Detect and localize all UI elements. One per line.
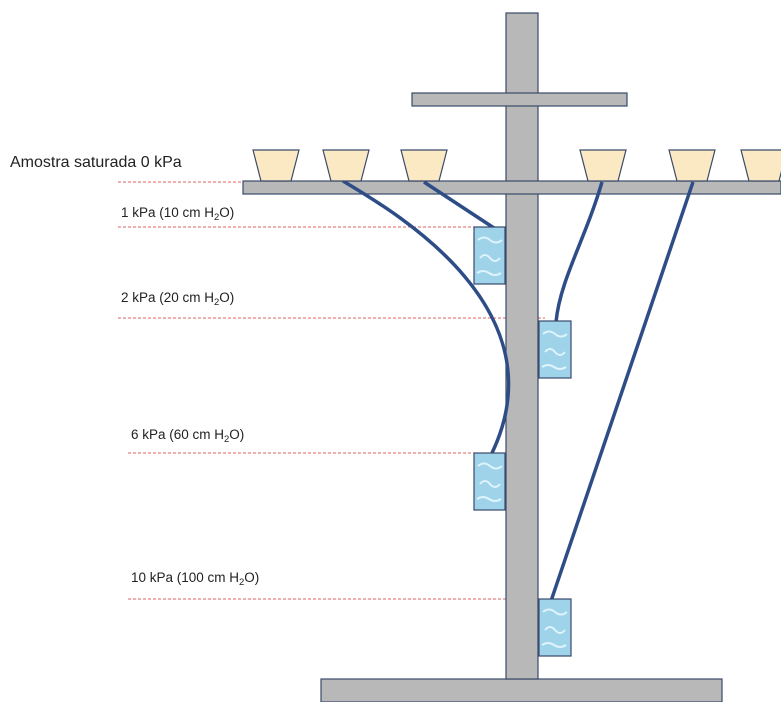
sample-cup-3	[400, 149, 448, 182]
subscript-2: 2	[239, 577, 245, 588]
level-label-6kpa-prefix: 6 kPa (60 cm H	[131, 427, 225, 442]
sample-cup-4	[579, 149, 627, 182]
level-label-1kpa-prefix: 1 kPa (10 cm H	[121, 205, 215, 220]
sample-cup-5	[668, 149, 716, 182]
level-label-1kpa: 1 kPa (10 cm H2O)	[121, 205, 235, 223]
tube-10kpa	[549, 181, 695, 602]
level-label-10kpa-suffix: O)	[244, 570, 260, 585]
tube-2kpa	[554, 181, 604, 323]
base-plate	[320, 678, 723, 703]
sample-cup-6	[740, 149, 781, 182]
subscript-2: 2	[214, 212, 220, 223]
level-label-10kpa-prefix: 10 kPa (100 cm H	[131, 570, 240, 585]
sample-cup-1	[252, 149, 300, 182]
level-label-10kpa: 10 kPa (100 cm H2O)	[131, 570, 260, 588]
subscript-2: 2	[224, 434, 230, 445]
reservoir-1kpa	[473, 226, 506, 285]
saturated-sample-label: Amostra saturada 0 kPa	[10, 154, 182, 171]
tube-6kpa	[342, 179, 511, 454]
sample-cup-2	[322, 149, 370, 182]
level-label-2kpa-suffix: O)	[219, 290, 235, 305]
reservoir-6kpa	[473, 452, 506, 511]
level-label-6kpa-suffix: O)	[229, 427, 245, 442]
sample-shelf	[242, 180, 781, 195]
level-label-2kpa-prefix: 2 kPa (20 cm H	[121, 290, 215, 305]
level-label-1kpa-suffix: O)	[219, 205, 235, 220]
reservoir-2kpa	[538, 320, 572, 379]
subscript-2: 2	[214, 297, 220, 308]
reservoir-10kpa	[538, 598, 572, 657]
top-crossbar	[411, 92, 628, 107]
tube-1kpa	[423, 180, 495, 230]
level-label-6kpa: 6 kPa (60 cm H2O)	[131, 427, 245, 445]
vertical-post	[505, 12, 539, 680]
level-label-2kpa: 2 kPa (20 cm H2O)	[121, 290, 235, 308]
